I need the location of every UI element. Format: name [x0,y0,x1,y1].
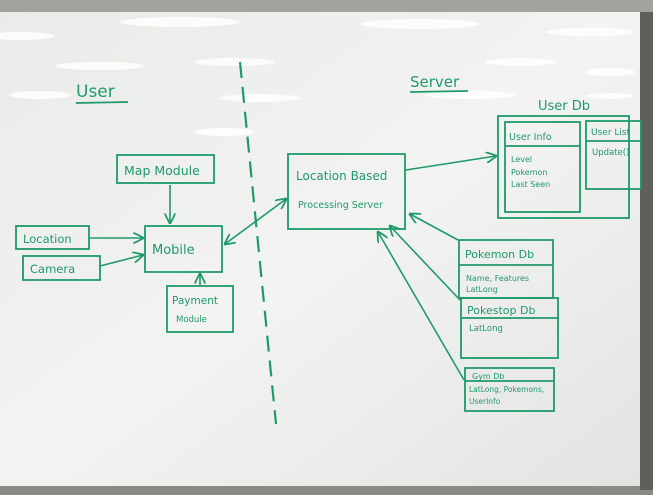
user-title-underline [75,101,129,104]
gym-db-fields: LatLong, Pokemons, [469,385,544,394]
gym-db-box [464,367,555,412]
user-info-item: Level [511,155,532,164]
user-db-title: User Db [538,99,590,114]
location-label: Location [23,232,72,246]
camera-label: Camera [30,262,75,276]
map-module-box [116,154,215,184]
user-db-box [497,115,630,219]
board-top-frame [0,0,653,12]
payment-label-line1: Payment [172,295,218,307]
pokestop-db-box [460,297,559,359]
server-title-underline [409,90,469,93]
user-info-box [504,121,581,213]
server-section-title: Server [410,73,460,91]
user-info-title: User Info [509,132,552,143]
arrow-camera-to-mobile [99,255,143,267]
update-method: Update() [592,148,629,158]
map-module-label: Map Module [124,163,200,178]
gym-db-userinfo: UserInfo [469,397,501,406]
light-reflections [0,17,635,136]
pokemon-db-title: Pokemon Db [465,248,534,261]
payment-label-line2: Module [176,315,207,325]
user-list-title: User List [591,128,631,138]
pokemon-db-latlong: LatLong [466,285,498,294]
user-section-title: User [76,82,115,102]
processing-server-box [287,153,406,230]
user-list-box [585,120,642,190]
gym-db-title: Gym Db [472,372,505,381]
processing-label-line2: Processing Server [298,200,383,211]
user-info-item: Last Seen [511,180,550,189]
arrow-gymdb-to-processing [378,232,465,381]
pokestop-db-title: Pokestop Db [467,304,535,317]
arrow-pokemondb-to-processing [410,214,459,241]
processing-label-line1: Location Based [296,169,387,183]
pokemon-db-fields: Name, Features [466,274,529,283]
pokestop-db-latlong: LatLong [469,324,503,334]
mobile-label: Mobile [152,243,195,258]
board-right-edge [640,12,653,490]
arrow-mobile-processing [225,199,286,244]
mobile-box [144,225,223,273]
arrow-pokestopdb-to-processing [390,226,461,301]
camera-box [22,255,101,281]
arrow-processing-to-userdb [405,156,496,171]
user-info-item: Pokemon [511,168,547,177]
whiteboard-surface [0,12,646,486]
payment-module-box [166,285,234,333]
